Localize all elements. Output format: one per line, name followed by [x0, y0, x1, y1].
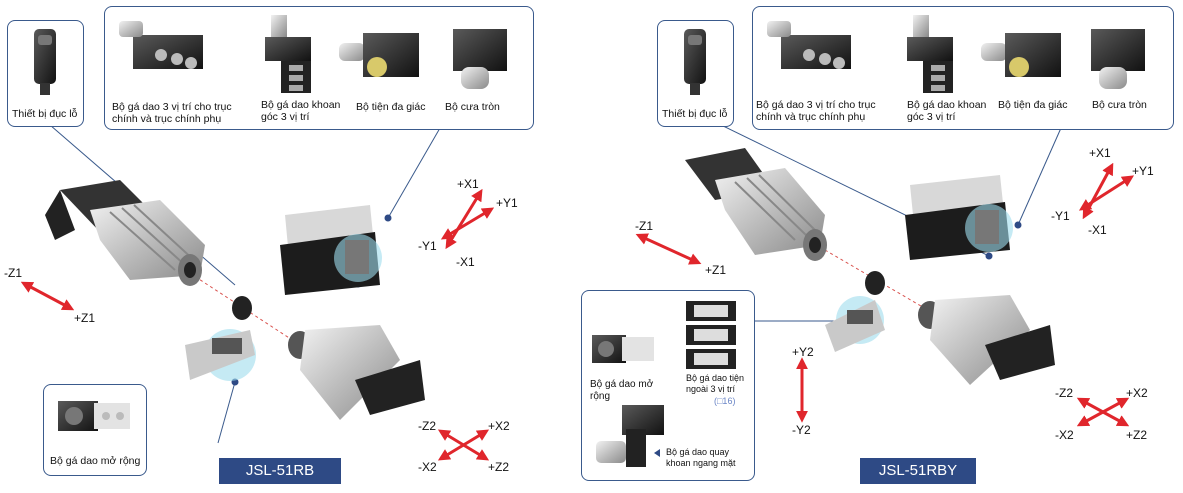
polygon-turning-label: Bộ tiện đa giác	[356, 101, 426, 113]
right-plus-x2: +X2	[1126, 386, 1148, 400]
angle-drill-holder-label: Bộ gá dao khoan góc 3 vị trí	[261, 99, 341, 123]
tool-holder-images	[119, 15, 507, 93]
right-boring-device-image	[684, 29, 706, 95]
right-bottom-images	[592, 301, 736, 467]
polygon-turning-image	[339, 33, 419, 77]
right-tool-holder-images	[767, 15, 1145, 93]
right-sub-spindle	[918, 295, 1055, 385]
extension-holder	[185, 329, 256, 381]
collet	[232, 296, 252, 320]
right-angle-drill-holder-label: Bộ gá dao khoan góc 3 vị trí	[907, 99, 987, 123]
left-minus-y1: -Y1	[418, 239, 437, 253]
boring-device-image	[34, 29, 56, 95]
left-plus-z2: +Z2	[488, 460, 510, 474]
right-plus-z1: +Z1	[705, 263, 727, 277]
right-plus-x1: +X1	[1089, 146, 1111, 160]
left-plus-x2: +X2	[488, 419, 510, 433]
right-z1-arrow	[635, 233, 702, 265]
left-model-label: JSL-51RB	[219, 458, 341, 484]
right-three-position-holder-label: Bộ gá dao 3 vị trí cho trục chính và trụ…	[756, 99, 876, 123]
xy1-arrows	[440, 188, 495, 250]
right-diagram: Thiết bị đục lỗ Bộ gá dao 3 vị trí cho t…	[581, 0, 1183, 493]
main-spindle	[45, 180, 205, 286]
left-minus-x1: -X1	[456, 255, 475, 269]
circular-saw-label: Bộ cưa tròn	[445, 101, 500, 113]
pointer-triangle-icon	[654, 449, 660, 457]
three-position-holder-image	[119, 21, 203, 69]
extension-holder-image	[592, 335, 654, 363]
right-minus-y1: -Y1	[1051, 209, 1070, 223]
right-od-turning-label: Bộ gá dao tiện ngoài 3 vị trí	[686, 373, 745, 394]
right-xz2-arrows	[1076, 397, 1130, 427]
tool-holders-callout: Bộ gá dao 3 vị trí cho trục chính và trụ…	[104, 6, 534, 130]
sub-spindle	[288, 325, 425, 420]
right-gang-tool-plate	[905, 175, 1013, 260]
boring-device-callout: Thiết bị đục lỗ	[7, 20, 84, 127]
left-plus-z1: +Z1	[74, 311, 96, 325]
right-extension-label: Bộ gá dao mở rộng	[590, 379, 654, 402]
right-polygon-turning-label: Bộ tiện đa giác	[998, 99, 1068, 111]
left-plus-x1: +X1	[457, 177, 479, 191]
extension-holder-callout: Bộ gá dao mở rộng	[43, 384, 147, 476]
right-plus-z2: +Z2	[1126, 428, 1148, 442]
right-plus-y2: +Y2	[792, 345, 814, 359]
right-minus-z2: -Z2	[1055, 386, 1073, 400]
right-tool-holders-callout: Bộ gá dao 3 vị trí cho trục chính và trụ…	[752, 6, 1174, 130]
od-turning-holder-image	[686, 301, 736, 369]
three-position-holder-label: Bộ gá dao 3 vị trí cho trục chính và trụ…	[112, 101, 232, 125]
angle-drill-holder-image	[265, 15, 311, 93]
right-main-spindle	[685, 148, 827, 261]
right-boring-device-callout: Thiết bị đục lỗ	[657, 20, 734, 127]
right-minus-y2: -Y2	[792, 423, 811, 437]
xz2-arrows	[437, 429, 490, 461]
right-circular-saw-label: Bộ cưa tròn	[1092, 99, 1147, 111]
right-od-turning-size: (□16)	[714, 396, 736, 406]
right-collet	[865, 271, 885, 295]
face-drill-holder-image	[596, 405, 664, 467]
left-minus-z2: -Z2	[418, 419, 436, 433]
right-bottom-callout: Bộ gá dao mở rộng Bộ gá dao tiện ngoài 3…	[581, 290, 755, 481]
right-xy1-arrows	[1078, 162, 1135, 220]
extension-holder-label: Bộ gá dao mở rộng	[50, 455, 141, 467]
left-machine-illustration	[20, 180, 495, 461]
right-machine-illustration	[635, 148, 1135, 427]
right-minus-x1: -X1	[1088, 223, 1107, 237]
left-minus-z1: -Z1	[4, 266, 22, 280]
left-plus-y1: +Y1	[496, 196, 518, 210]
left-minus-x2: -X2	[418, 460, 437, 474]
right-minus-z1: -Z1	[635, 219, 653, 233]
gang-tool-plate	[280, 205, 382, 295]
right-minus-x2: -X2	[1055, 428, 1074, 442]
z1-arrow	[20, 281, 75, 311]
left-diagram: Thiết bị đục lỗ	[0, 0, 585, 493]
right-plus-y1: +Y1	[1132, 164, 1154, 178]
right-boring-device-label: Thiết bị đục lỗ	[662, 108, 728, 120]
extension-holder-image	[58, 401, 130, 431]
right-model-label: JSL-51RBY	[860, 458, 976, 484]
boring-device-label: Thiết bị đục lỗ	[12, 108, 78, 120]
right-extension-holder	[825, 296, 885, 352]
right-face-drill-label: Bộ gá dao quay khoan ngang mặt	[666, 447, 736, 468]
circular-saw-image	[453, 29, 507, 89]
